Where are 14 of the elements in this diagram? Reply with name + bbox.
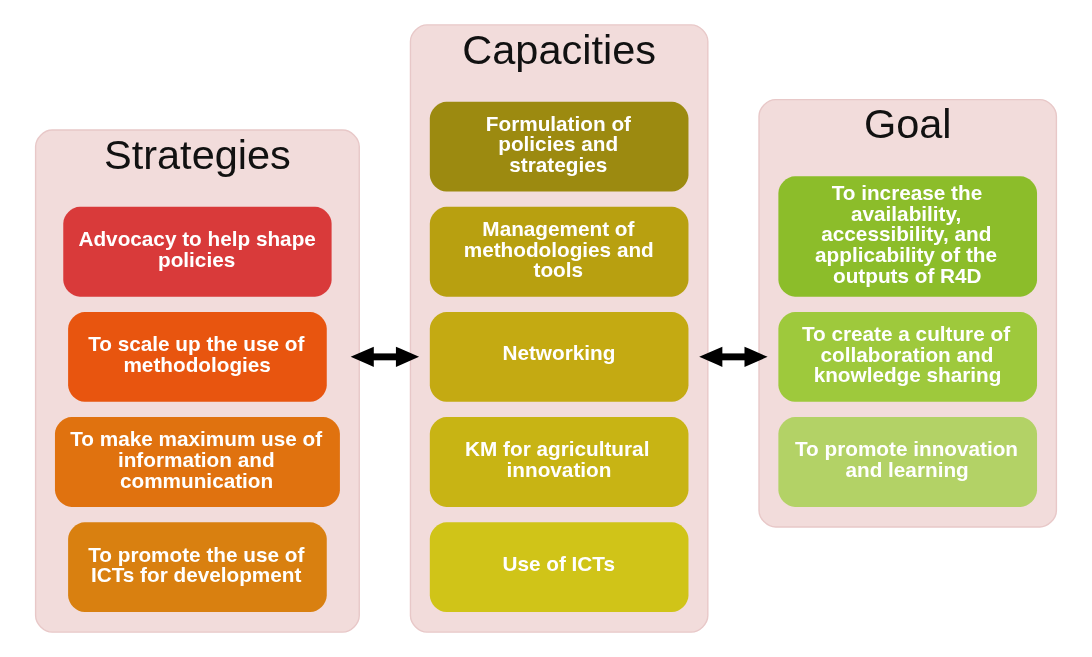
arrow	[699, 346, 768, 367]
arrow	[350, 346, 420, 367]
node-box: To make maximum use of information and communication	[54, 417, 340, 507]
node-box: To increase the availability, accessibility, and applicability of the outputs of R4D	[778, 176, 1038, 297]
node-box: To promote the use of ICTs for development	[68, 522, 327, 613]
node-box: Advocacy to help shape policies	[63, 206, 332, 297]
node-box: To create a culture of collaboration and knowledge sharing	[778, 311, 1038, 402]
node-box: To scale up the use of methodologies	[68, 311, 327, 402]
node-box: Use of ICTs	[429, 522, 689, 613]
node-box: To promote innovation and learning	[778, 417, 1038, 507]
node-box: Management of methodologies and tools	[429, 206, 689, 297]
node-box: Networking	[429, 311, 689, 402]
node-box: KM for agricultural innovation	[429, 417, 689, 507]
node-box: Formulation of policies and strategies	[429, 101, 689, 192]
